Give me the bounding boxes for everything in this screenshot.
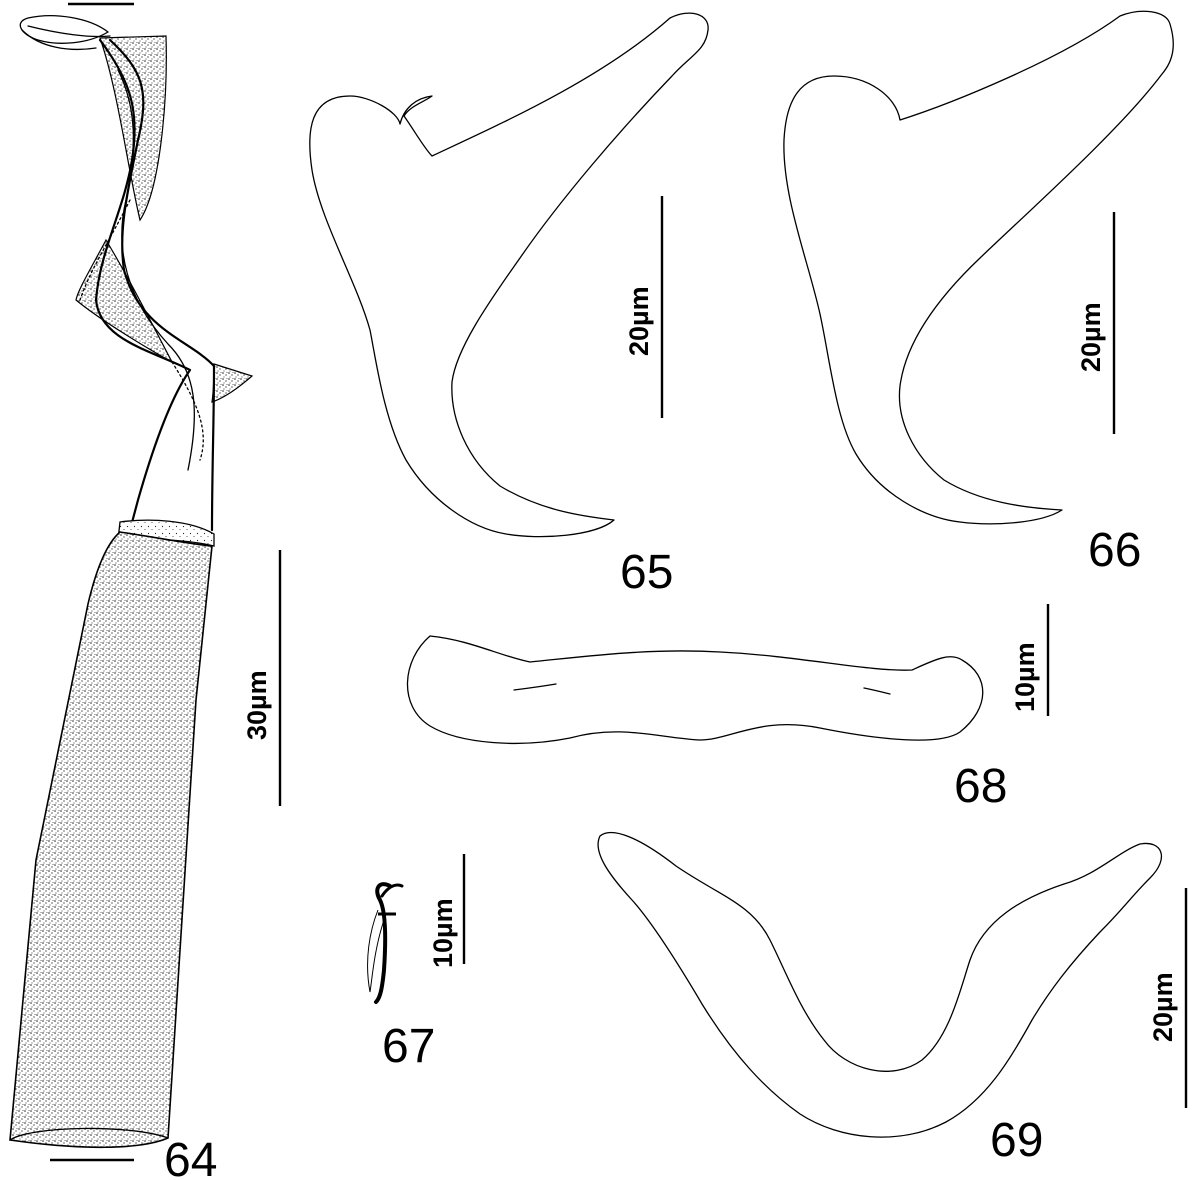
- figure-67-hooklet-shaft: [374, 882, 392, 1004]
- figure-64-tip-filament: [21, 25, 111, 51]
- figure-67-number: 67: [382, 1020, 435, 1073]
- figure-68-bar-mark-left: [513, 683, 557, 691]
- figure-64-scale-label: 30µm: [242, 670, 272, 740]
- figure-68-scale-label: 10µm: [1010, 642, 1040, 712]
- figure-68-bar: 10µm 68: [406, 604, 1050, 813]
- figure-64-tube-outer-left: [94, 38, 192, 532]
- figure-64-tube-inner: [117, 69, 196, 471]
- figure-69-number: 69: [990, 1114, 1043, 1167]
- figure-68-number: 68: [954, 760, 1007, 813]
- figure-65-scale-label: 20µm: [624, 286, 654, 356]
- figure-66-number: 66: [1088, 524, 1141, 577]
- figure-64-accessory-flange-lower: [211, 363, 254, 403]
- figure-66-anchor: 20µm 66: [783, 10, 1174, 577]
- figure-69-bar-outline: [597, 831, 1162, 1138]
- figure-64-base-bottom-rim: [9, 1127, 169, 1141]
- figure-67-hooklet-filament: [367, 909, 385, 993]
- figure-64-tip-loop: [19, 15, 109, 44]
- figure-64-base-cylinder: [9, 531, 213, 1149]
- figure-67-hooklet-tip: [380, 883, 404, 898]
- figure-64-number: 64: [164, 1134, 217, 1180]
- figure-64-copulatory-organ: 30µm 64: [9, 2, 282, 1180]
- figure-65-anchor: 20µm 65: [309, 12, 709, 599]
- figure-65-number: 65: [620, 546, 673, 599]
- figure-64-tube-dotted: [79, 199, 204, 461]
- figure-69-bar: 20µm 69: [597, 831, 1188, 1167]
- figure-66-scale-label: 20µm: [1076, 302, 1106, 372]
- figure-66-anchor-outline: [783, 10, 1174, 525]
- figure-65-anchor-outline: [309, 12, 709, 538]
- figure-69-scale-label: 20µm: [1148, 972, 1178, 1042]
- figure-67-hooklet: 10µm 67: [367, 854, 466, 1073]
- figure-68-bar-outline: [406, 635, 984, 744]
- figure-64-tube-outer-right: [108, 38, 216, 532]
- figure-68-bar-mark-right: [863, 687, 891, 695]
- figure-67-scale-label: 10µm: [428, 898, 458, 968]
